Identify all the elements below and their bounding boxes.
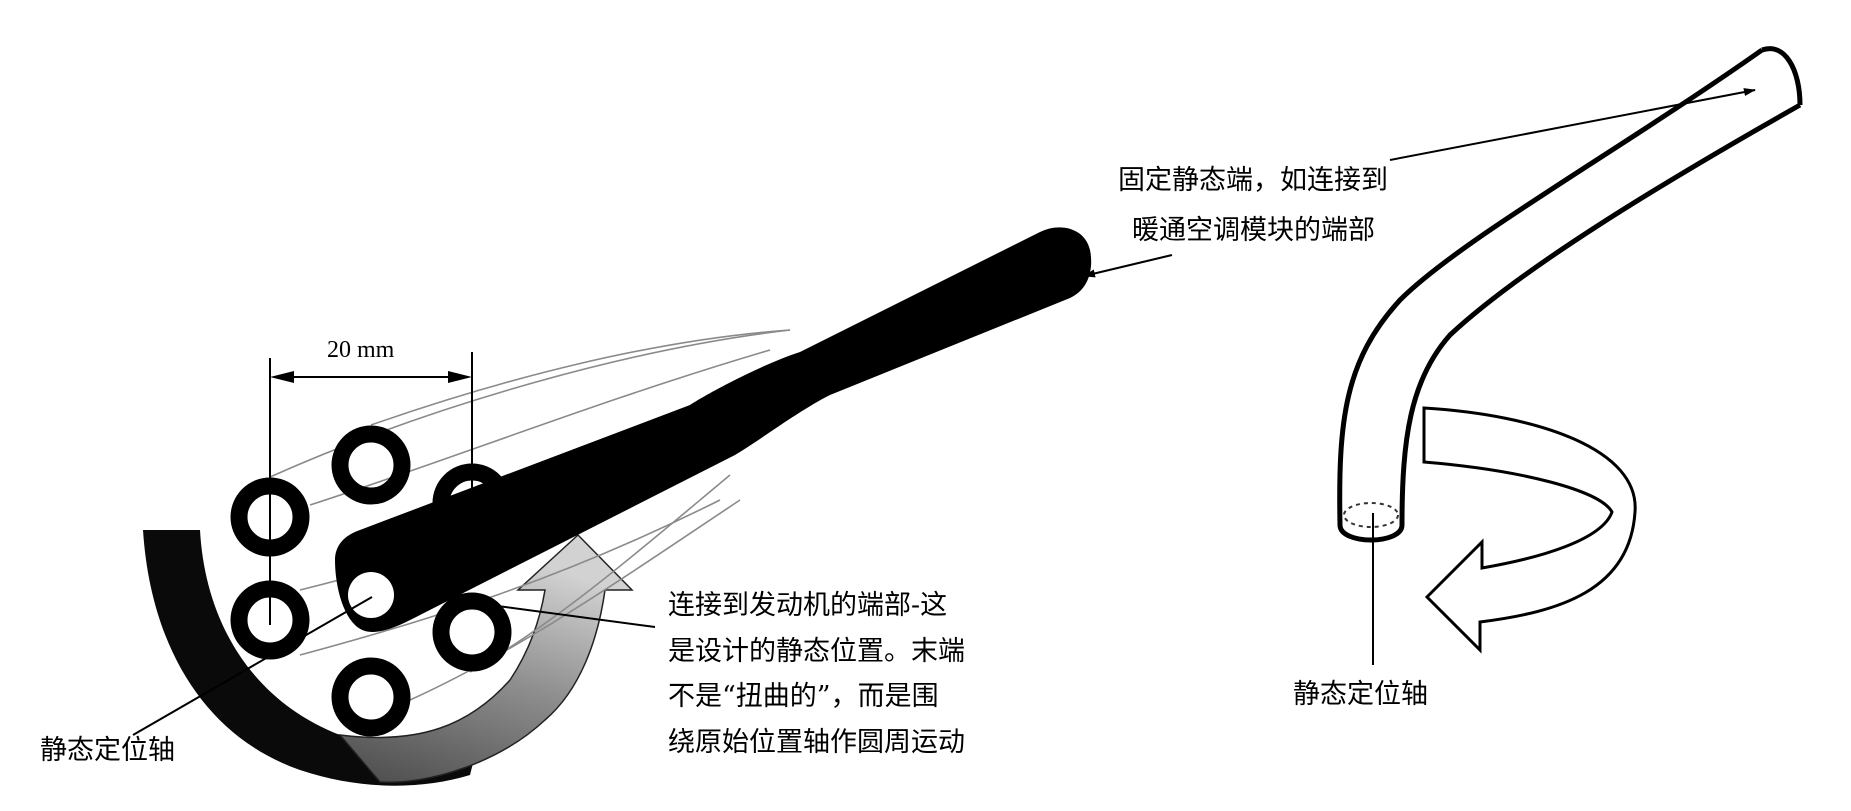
ring-center-hole — [348, 572, 394, 618]
axis-leader-left — [132, 596, 373, 736]
fixed-end-note-line: 暖通空调模块的端部 — [1132, 215, 1375, 246]
fixed-end-note: 固定静态端，如连接到 暖通空调模块的端部 — [1118, 156, 1388, 256]
engine-end-note-line: 连接到发动机的端部-这 — [668, 590, 948, 621]
ring-bottom-center — [331, 657, 411, 737]
fixed-end-leader — [1083, 254, 1173, 278]
engine-end-note-line: 是设计的静态位置。末端 — [668, 635, 965, 667]
engine-end-note-line: 绕原始位置轴作圆周运动 — [668, 726, 965, 758]
hose-end-dashed-right — [1343, 502, 1399, 528]
engine-end-leader — [489, 604, 656, 628]
dimension-label: 20 mm — [327, 337, 395, 363]
hose-outline-right — [1337, 46, 1803, 543]
static-axis-label-right: 静态定位轴 — [1293, 679, 1428, 710]
rotation-arc-dark — [143, 530, 480, 786]
ring-mid-right — [432, 592, 512, 672]
engine-end-note-line: 不是“扭曲的”，而是围 — [668, 681, 939, 712]
fixed-end-leader-right — [1389, 88, 1756, 161]
ring-positions — [230, 425, 512, 737]
fixed-end-note-line: 固定静态端，如连接到 — [1118, 165, 1388, 196]
hose-dark — [335, 227, 1092, 632]
leader-lines-left — [132, 254, 1173, 736]
ring-top-center — [331, 425, 411, 505]
dimension-20mm — [269, 352, 473, 625]
engine-end-note: 连接到发动机的端部-这 是设计的静态位置。末端 不是“扭曲的”，而是围 绕原始位… — [668, 583, 965, 765]
rotation-arrow-right — [1422, 406, 1637, 654]
static-axis-label-left: 静态定位轴 — [40, 735, 175, 766]
